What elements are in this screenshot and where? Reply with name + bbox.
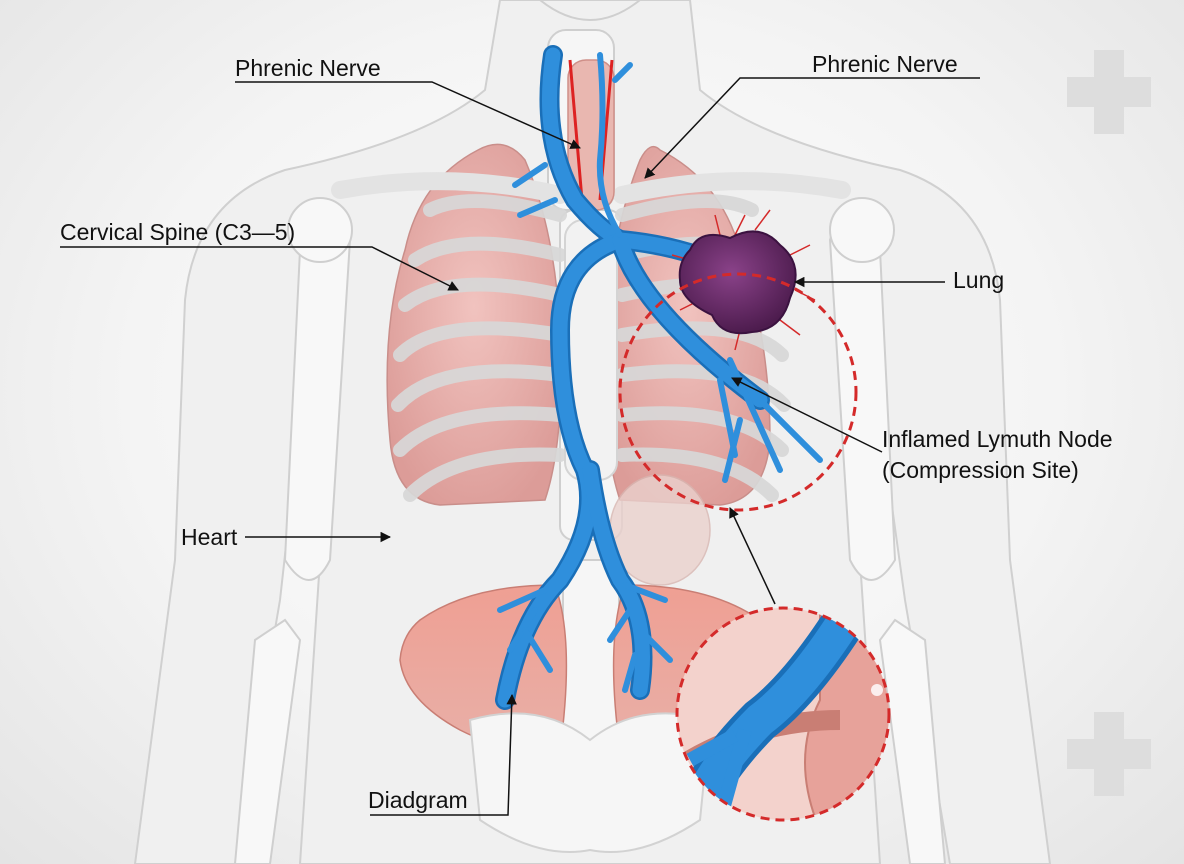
label-heart: Heart [181,523,237,551]
label-inflamed-lymph-node-line1: Inflamed Lymuth Node [882,424,1113,455]
label-inflamed-lymph-node: Inflamed Lymuth Node (Compression Site) [882,424,1113,486]
label-cervical-spine: Cervical Spine (C3—5) [60,218,295,246]
label-diaphragm: Diadgram [368,786,468,814]
medical-cross-icon [1067,712,1151,796]
label-lung: Lung [953,266,1004,294]
label-inflamed-lymph-node-line2: (Compression Site) [882,455,1113,486]
label-phrenic-nerve-left: Phrenic Nerve [235,54,381,82]
medical-cross-icon [1067,50,1151,134]
label-phrenic-nerve-right: Phrenic Nerve [812,50,958,78]
